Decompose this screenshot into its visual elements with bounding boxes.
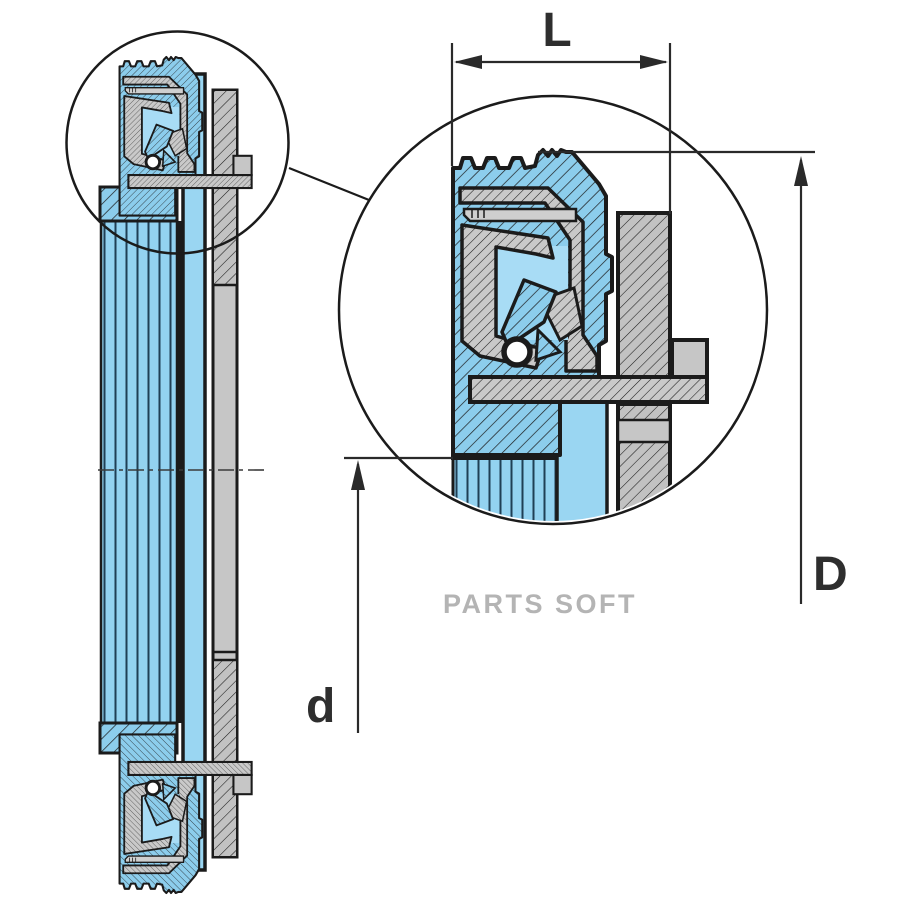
detail-housing-joint <box>616 418 672 444</box>
dimension-L <box>450 43 672 214</box>
left-section-view <box>98 55 268 895</box>
dim-d-arrowhead <box>351 460 365 490</box>
large-detail-circle <box>337 94 769 526</box>
dimension-d <box>344 456 453 733</box>
label-d: d <box>306 680 335 733</box>
dim-L-arrowhead-right <box>640 55 668 69</box>
dimension-D <box>538 150 815 604</box>
detail-shaft <box>555 398 609 521</box>
watermark-text: PARTS SOFT <box>443 589 637 619</box>
seal-rib-band <box>99 219 179 725</box>
leader-line <box>288 166 370 202</box>
shaft <box>181 72 207 872</box>
dim-D-arrowhead <box>794 156 808 186</box>
label-D: D <box>813 548 848 601</box>
dim-L-arrowhead-left <box>454 55 482 69</box>
small-detail-circle <box>65 30 290 255</box>
label-L: L <box>542 4 571 57</box>
housing-plate-hatch-bottom <box>214 660 236 856</box>
detail-housing-upper <box>616 211 672 379</box>
